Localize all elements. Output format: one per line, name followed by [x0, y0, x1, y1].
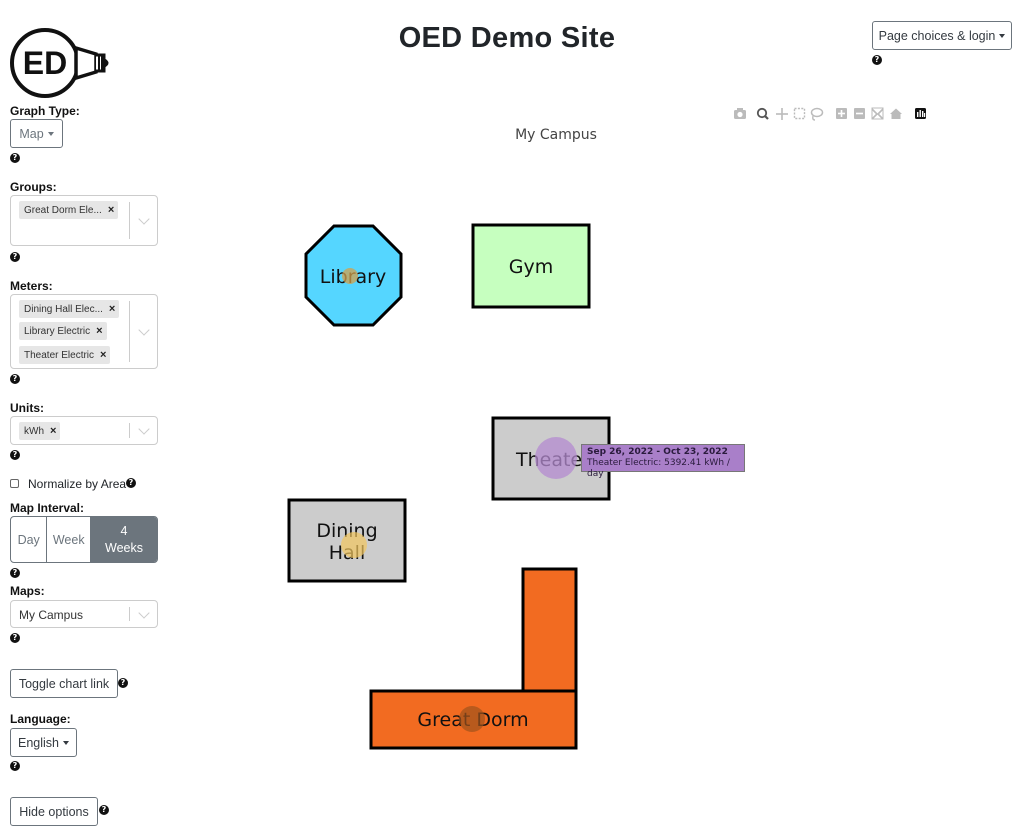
- building-dining-hall: Dining Hall: [287, 498, 407, 583]
- chevron-down-icon[interactable]: [138, 423, 150, 435]
- remove-icon[interactable]: ×: [100, 349, 107, 361]
- chevron-down-icon: [999, 33, 1006, 38]
- reset-axes-icon[interactable]: [890, 108, 902, 120]
- language-value: English: [18, 735, 59, 750]
- select-separator: [129, 301, 130, 362]
- great-dorm-shape: [369, 567, 578, 750]
- group-chip: Great Dorm Ele... ×: [19, 201, 119, 219]
- groups-label: Groups:: [10, 180, 57, 194]
- help-icon[interactable]: ?: [10, 633, 20, 643]
- language-label: Language:: [10, 712, 71, 726]
- chevron-down-icon[interactable]: [138, 324, 150, 336]
- units-label: Units:: [10, 401, 44, 415]
- normalize-label: Normalize by Area: [28, 477, 127, 491]
- meters-select[interactable]: Dining Hall Elec... × Library Electric × T…: [10, 294, 158, 369]
- zoom-out-icon[interactable]: [854, 108, 865, 119]
- chart-modebar: [734, 107, 926, 121]
- help-icon[interactable]: ?: [99, 805, 109, 815]
- help-icon[interactable]: ?: [10, 374, 20, 384]
- chip-label: Library Electric: [24, 325, 91, 337]
- great-dorm-data-marker[interactable]: [459, 706, 485, 732]
- help-icon[interactable]: ?: [10, 761, 20, 771]
- help-icon[interactable]: ?: [126, 478, 136, 488]
- logo-text: ED: [23, 45, 67, 81]
- maps-select[interactable]: My Campus: [10, 600, 158, 628]
- building-great-dorm: Great Dorm: [369, 567, 578, 750]
- unit-chip: kWh ×: [19, 422, 61, 440]
- camera-icon[interactable]: [734, 108, 746, 119]
- lasso-select-icon[interactable]: [810, 107, 824, 121]
- autoscale-icon[interactable]: [871, 107, 884, 120]
- chevron-down-icon: [63, 740, 69, 745]
- remove-icon[interactable]: ×: [50, 425, 57, 437]
- graph-type-value: Map: [19, 126, 44, 141]
- meter-chip: Library Electric ×: [19, 322, 107, 340]
- interval-week-button[interactable]: Week: [47, 517, 92, 562]
- help-icon[interactable]: ?: [10, 252, 20, 262]
- remove-icon[interactable]: ×: [108, 303, 116, 315]
- graph-type-dropdown[interactable]: Map: [10, 119, 63, 148]
- gym-label: Gym: [509, 256, 553, 278]
- select-separator: [129, 607, 130, 621]
- zoom-icon[interactable]: [756, 107, 769, 120]
- map-interval-toggle: Day Week 4 Weeks: [10, 516, 158, 563]
- interval-4weeks-button[interactable]: 4 Weeks: [91, 517, 157, 562]
- meters-label: Meters:: [10, 279, 53, 293]
- meter-chip: Dining Hall Elec... ×: [19, 300, 120, 318]
- units-select[interactable]: kWh ×: [10, 416, 158, 445]
- pan-icon[interactable]: [776, 108, 788, 120]
- interval-day-button[interactable]: Day: [11, 517, 48, 562]
- tooltip-date-range: Sep 26, 2022 - Oct 23, 2022: [587, 447, 728, 457]
- help-icon[interactable]: ?: [118, 678, 128, 688]
- tooltip-value: Theater Electric: 5392.41 kWh / day: [587, 458, 730, 479]
- chart-title: My Campus: [515, 127, 597, 143]
- help-icon[interactable]: ?: [10, 450, 20, 460]
- remove-icon[interactable]: ×: [107, 204, 115, 216]
- dining-hall-data-marker[interactable]: [341, 532, 367, 558]
- library-data-marker[interactable]: [342, 268, 358, 284]
- select-separator: [129, 202, 130, 239]
- hover-tooltip: Sep 26, 2022 - Oct 23, 2022 Theater Elec…: [581, 444, 745, 479]
- help-icon[interactable]: ?: [10, 568, 20, 578]
- help-icon[interactable]: ?: [872, 55, 882, 65]
- chevron-down-icon[interactable]: [138, 607, 150, 619]
- hide-options-button[interactable]: Hide options: [10, 797, 98, 826]
- chip-label: kWh: [24, 425, 44, 437]
- building-gym: Gym: [471, 223, 591, 309]
- chip-label: Theater Electric: [24, 349, 95, 361]
- box-select-icon[interactable]: [793, 107, 806, 120]
- theater-data-marker[interactable]: [535, 437, 577, 479]
- normalize-checkbox[interactable]: [10, 479, 19, 488]
- plotly-logo-icon[interactable]: [915, 108, 926, 119]
- graph-type-label: Graph Type:: [10, 104, 80, 118]
- campus-map: Library Gym Theate Dining Hall Great Dor…: [287, 223, 611, 750]
- map-interval-label: Map Interval:: [10, 501, 85, 515]
- page-choices-button[interactable]: Page choices & login: [872, 21, 1012, 50]
- help-icon[interactable]: ?: [10, 153, 20, 163]
- toggle-chart-link-button[interactable]: Toggle chart link: [10, 669, 118, 698]
- oed-logo: ED: [10, 28, 109, 98]
- maps-value: My Campus: [19, 608, 84, 622]
- chevron-down-icon: [47, 131, 54, 136]
- site-title: OED Demo Site: [398, 22, 616, 54]
- page-choices-label: Page choices & login: [878, 28, 996, 43]
- maps-label: Maps:: [10, 584, 45, 598]
- gym-shape: [471, 223, 591, 309]
- select-separator: [129, 423, 130, 438]
- language-dropdown[interactable]: English: [10, 728, 77, 757]
- chip-label: Great Dorm Ele...: [24, 204, 102, 216]
- groups-select[interactable]: Great Dorm Ele... ×: [10, 195, 158, 246]
- chip-label: Dining Hall Elec...: [24, 303, 103, 315]
- meter-chip: Theater Electric ×: [19, 346, 111, 364]
- remove-icon[interactable]: ×: [96, 325, 103, 337]
- building-library: Library: [304, 224, 403, 327]
- chevron-down-icon[interactable]: [138, 213, 150, 225]
- zoom-in-icon[interactable]: [836, 108, 847, 119]
